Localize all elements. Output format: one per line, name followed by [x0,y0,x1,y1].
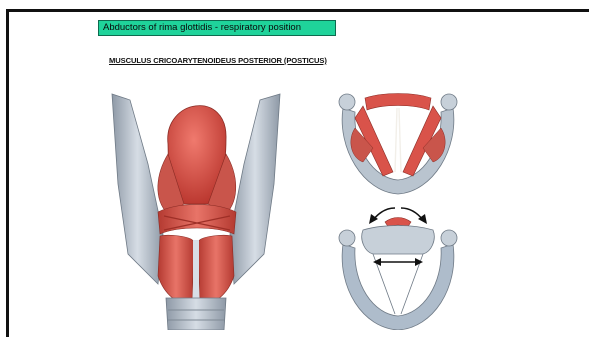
cricoid-ring-bottom [342,244,454,330]
slide-subtitle: MUSCULUS CRICOARYTENOIDEUS POSTERIOR (PO… [109,56,327,65]
trachea [166,298,226,330]
slide-title: Abductors of rima glottidis - respirator… [98,20,336,36]
slide-frame-top [6,9,589,12]
slide-frame-left [6,9,9,337]
thyroid-wing-left [112,94,163,284]
superior-view-muscles-illustration [333,88,463,196]
thyroid-wing-right [230,94,280,284]
posticus-left [158,235,194,304]
transverse-arytenoid [158,205,236,235]
posterior-larynx-illustration [108,84,284,330]
superior-view-abduction-illustration [333,198,463,330]
posticus-right [198,235,234,304]
